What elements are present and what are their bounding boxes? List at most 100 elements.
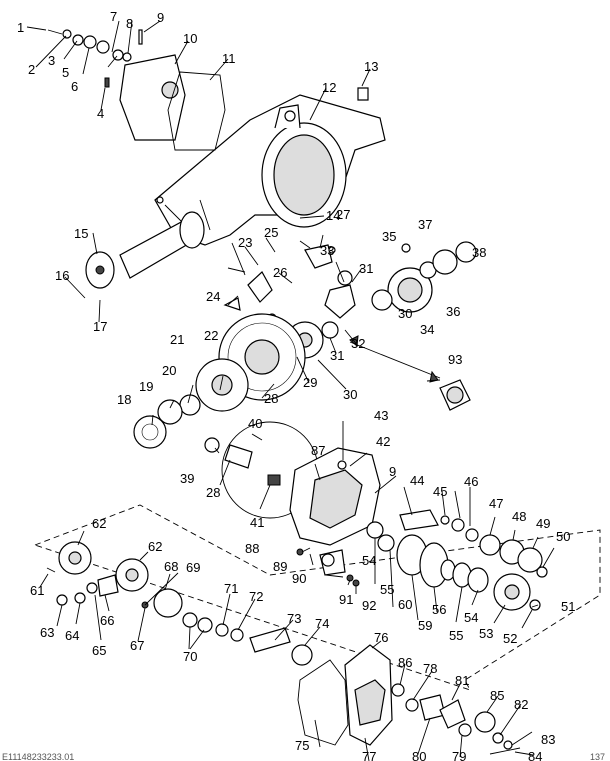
callout-54a: 54: [362, 553, 376, 568]
callout-4: 4: [97, 106, 104, 121]
callout-65: 65: [92, 643, 106, 658]
callout-35: 35: [382, 229, 396, 244]
callout-62b: 62: [148, 539, 162, 554]
callout-18: 18: [117, 392, 131, 407]
callout-51: 51: [561, 599, 575, 614]
callout-12: 12: [322, 80, 336, 95]
callout-37: 37: [418, 217, 432, 232]
callout-32: 32: [351, 336, 365, 351]
differential-half-case: [133, 358, 249, 449]
callout-74: 74: [315, 616, 329, 631]
housing-cover: [119, 54, 186, 141]
callout-25: 25: [264, 225, 278, 240]
callout-60: 60: [398, 597, 412, 612]
callout-76: 76: [374, 630, 388, 645]
input-shaft-stack: [366, 509, 548, 611]
callout-11: 11: [222, 51, 236, 66]
inter-axle-differential: [46, 541, 313, 666]
callout-48: 48: [512, 509, 526, 524]
page-number: 137: [590, 752, 605, 761]
leader-lines: [26, 20, 555, 761]
callout-38: 38: [472, 245, 486, 260]
figure-id: E11148233233.01: [2, 752, 74, 761]
callout-24: 24: [206, 289, 220, 304]
differential-case: [371, 241, 477, 313]
callout-20: 20: [162, 363, 176, 378]
callout-6: 6: [71, 79, 78, 94]
callout-30b: 30: [398, 306, 412, 321]
callout-44: 44: [410, 473, 424, 488]
callout-7: 7: [110, 9, 117, 24]
callout-21: 21: [170, 332, 184, 347]
repeat-callouts: 9 28 30 31 54 55 62: [148, 306, 478, 643]
callout-81: 81: [455, 673, 469, 688]
callout-40: 40: [248, 416, 262, 431]
bearing-caps: [223, 244, 336, 323]
callout-30a: 30: [343, 387, 357, 402]
callout-88: 88: [245, 541, 259, 556]
callout-42: 42: [376, 434, 390, 449]
callout-53: 53: [479, 626, 493, 641]
callout-15: 15: [74, 226, 88, 241]
callout-39: 39: [180, 471, 194, 486]
callout-69: 69: [186, 560, 200, 575]
callout-17: 17: [93, 319, 107, 334]
callout-31a: 31: [359, 261, 373, 276]
callout-45: 45: [433, 484, 447, 499]
callout-8: 8: [126, 16, 133, 31]
callout-14: 14: [326, 208, 340, 223]
callout-49: 49: [536, 516, 550, 531]
callout-28a: 28: [264, 391, 278, 406]
callout-86: 86: [398, 655, 412, 670]
axle-spindle: [85, 211, 205, 289]
callout-56: 56: [432, 602, 446, 617]
callout-labels: 1 2 3 4 5 6 7 8 9 10 11 12 13 14 15 16 1…: [17, 9, 575, 761]
callout-66: 66: [100, 613, 114, 628]
callout-54b: 54: [464, 610, 478, 625]
callout-68: 68: [164, 559, 178, 574]
callout-75: 75: [295, 738, 309, 753]
callout-61: 61: [30, 583, 44, 598]
callout-33: 33: [320, 243, 334, 258]
callout-50: 50: [556, 529, 570, 544]
callout-64: 64: [65, 628, 79, 643]
callout-36: 36: [446, 304, 460, 319]
callout-59: 59: [418, 618, 432, 633]
callout-27: 27: [336, 207, 350, 222]
fill-plug-hardware: [47, 29, 369, 101]
callout-89: 89: [273, 559, 287, 574]
callout-78: 78: [423, 661, 437, 676]
callout-63: 63: [40, 625, 54, 640]
callout-5: 5: [62, 65, 69, 80]
callout-82: 82: [514, 697, 528, 712]
callout-62a: 62: [92, 516, 106, 531]
callout-22: 22: [204, 328, 218, 343]
callout-43: 43: [374, 408, 388, 423]
callout-2: 2: [28, 62, 35, 77]
callout-93: 93: [448, 352, 462, 367]
callout-23: 23: [238, 235, 252, 250]
callout-80: 80: [412, 749, 426, 761]
callout-31b: 31: [330, 348, 344, 363]
callout-47: 47: [489, 496, 503, 511]
inter-axle-region-outline: [33, 504, 601, 691]
callout-73: 73: [287, 611, 301, 626]
carrier-housing: [289, 447, 381, 546]
callout-9b: 9: [389, 464, 396, 479]
callout-71: 71: [224, 581, 238, 596]
callout-19: 19: [139, 379, 153, 394]
callout-77: 77: [362, 749, 376, 761]
drive-pinion: [204, 437, 253, 469]
callout-55b: 55: [449, 628, 463, 643]
axle-housing: [154, 94, 386, 246]
callout-3: 3: [48, 53, 55, 68]
callout-16: 16: [55, 268, 69, 283]
output-bearings: [296, 534, 489, 593]
callout-26: 26: [273, 265, 287, 280]
differential-assembly-93: [349, 335, 471, 411]
callout-90: 90: [292, 571, 306, 586]
callout-85: 85: [490, 688, 504, 703]
callout-72: 72: [249, 589, 263, 604]
